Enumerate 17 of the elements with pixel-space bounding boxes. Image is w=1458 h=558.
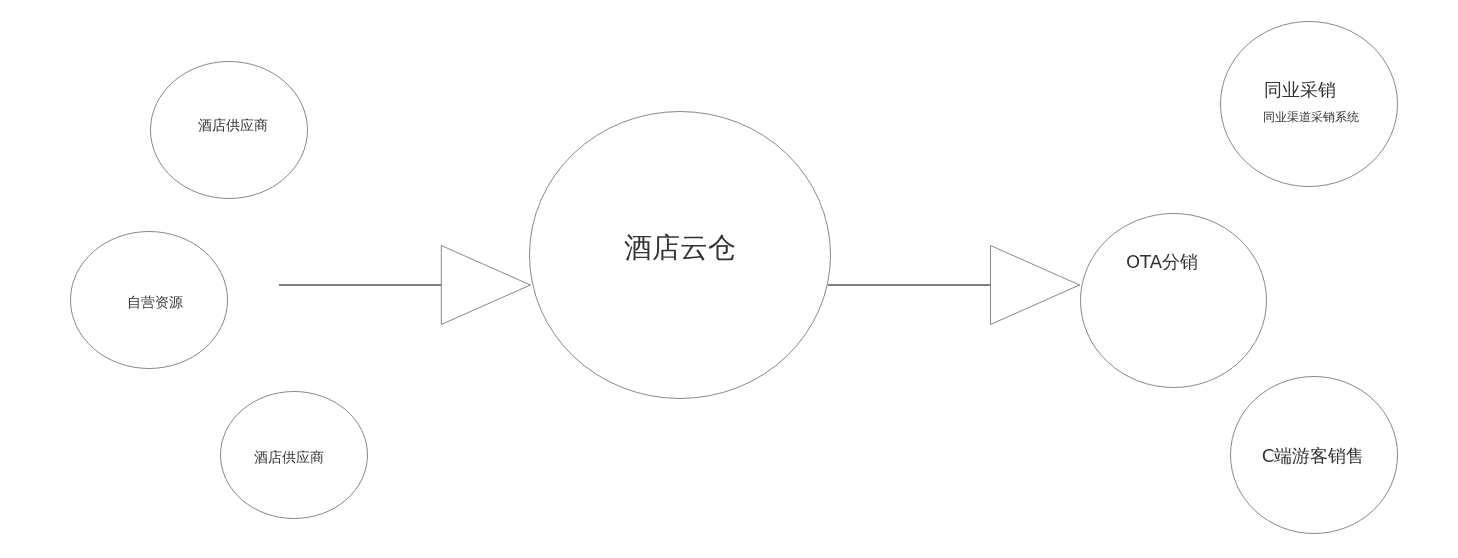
circle-node xyxy=(1080,213,1267,388)
arrow xyxy=(278,245,531,325)
node-title: 同业采销 xyxy=(1264,79,1336,101)
circle-node xyxy=(529,111,831,399)
circle-node xyxy=(150,61,308,199)
node-label: 自营资源 xyxy=(127,293,183,311)
node-subtitle: 同业渠道采销系统 xyxy=(1263,111,1359,125)
circle-node xyxy=(220,391,368,519)
circle-node xyxy=(1220,21,1398,187)
node-label: OTA分销 xyxy=(1125,251,1199,273)
circle-node xyxy=(70,231,228,369)
arrow xyxy=(827,245,1080,325)
node-label: 酒店供应商 xyxy=(198,116,268,134)
node-label: 酒店供应商 xyxy=(254,448,324,466)
circle-node xyxy=(1230,376,1398,534)
node-label: C端游客销售 xyxy=(1261,445,1365,467)
node-label: 酒店云仓 xyxy=(624,231,736,265)
